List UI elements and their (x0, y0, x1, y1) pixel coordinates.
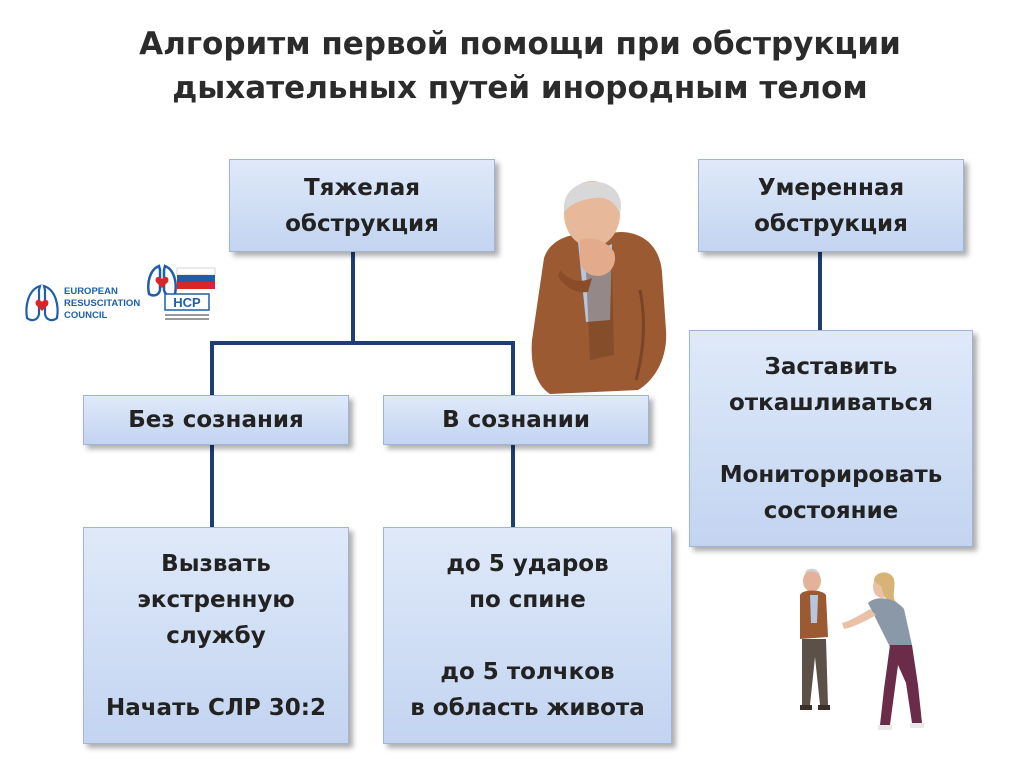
ncp-logo-text: НСР (173, 295, 201, 310)
conscious-action-line-2: по спине (469, 586, 586, 613)
connector-heavy-down (351, 252, 355, 345)
unconscious-action-line-3: службу (166, 622, 266, 649)
box-severe-line-2: обструкция (285, 210, 439, 237)
erc-text-line-3: COUNCIL (64, 310, 107, 321)
unconscious-action-line-2: экстренную (137, 586, 295, 613)
box-conscious: В сознании (383, 395, 649, 445)
erc-text-line-1: EUROPEAN (64, 286, 118, 297)
box-moderate-actions: Заставить откашливаться Мониторировать с… (689, 330, 973, 547)
unconscious-action-line-1: Вызвать (161, 550, 271, 577)
box-moderate-line-2: обструкция (754, 210, 908, 237)
box-unconscious-label: Без сознания (128, 407, 304, 433)
connector-branch-conscious (511, 341, 515, 395)
moderate-action-line-4: состояние (763, 497, 899, 524)
moderate-action-line-1: Заставить (764, 353, 898, 380)
box-severe-line-1: Тяжелая (303, 174, 421, 201)
box-unconscious-actions: Вызвать экстренную службу Начать СЛР 30:… (83, 527, 349, 744)
connector-conscious-down (511, 445, 515, 527)
connector-moderate-down (818, 252, 822, 330)
choking-man-illustration (531, 181, 667, 394)
box-severe-obstruction: Тяжелая обструкция (229, 159, 495, 252)
conscious-action-line-1: до 5 ударов (446, 550, 609, 577)
box-moderate-obstruction: Умеренная обструкция (698, 159, 964, 252)
title-line-2: дыхательных путей инородным телом (172, 70, 868, 106)
page-title: Алгоритм первой помощи при обструкции ды… (60, 22, 980, 110)
box-conscious-label: В сознании (442, 407, 590, 433)
unconscious-action-line-4: Начать СЛР 30:2 (105, 694, 327, 721)
box-moderate-line-1: Умеренная (757, 174, 905, 201)
erc-logo: EUROPEAN RESUSCITATION COUNCIL (25, 284, 140, 322)
moderate-action-line-2: откашливаться (728, 389, 933, 416)
conscious-action-line-3: до 5 толчков (440, 658, 615, 685)
ncp-logo: НСР (147, 264, 216, 320)
connector-branch-unconscious (210, 341, 214, 395)
connector-unconscious-down (210, 445, 214, 527)
conscious-action-line-4: в область живота (410, 694, 645, 721)
box-unconscious: Без сознания (83, 395, 349, 445)
box-conscious-actions: до 5 ударов по спине до 5 толчков в обла… (383, 527, 672, 744)
title-line-1: Алгоритм первой помощи при обструкции (139, 26, 901, 62)
connector-branch-horizontal (210, 341, 515, 345)
lungs-heart-icon (25, 284, 59, 322)
moderate-action-line-3: Мониторировать (719, 461, 943, 488)
flag-lungs-icon (147, 264, 216, 297)
erc-text-line-2: RESUSCITATION (64, 298, 140, 309)
helper-with-choking-man-illustration (800, 568, 924, 730)
